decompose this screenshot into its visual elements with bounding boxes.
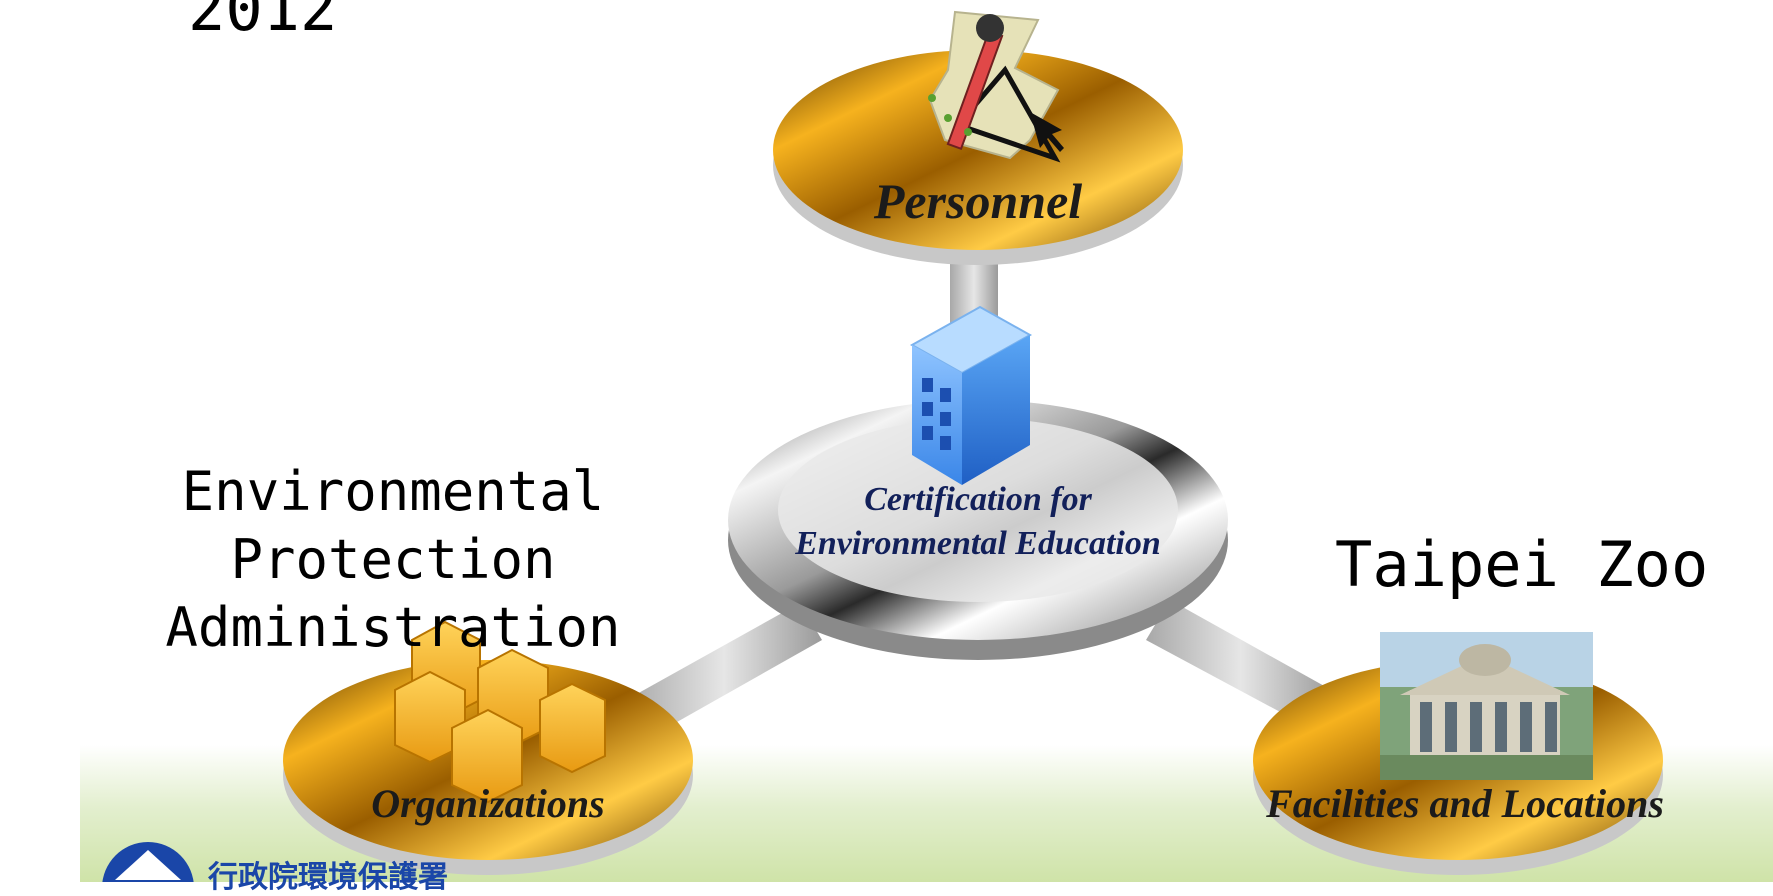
buildings-cluster-icon bbox=[394, 620, 606, 804]
epa-logo-icon bbox=[102, 842, 194, 882]
facilities-label: Facilities and Locations bbox=[1266, 781, 1664, 826]
center-label: Certification for Environmental Educatio… bbox=[728, 478, 1228, 566]
museum-photo bbox=[1380, 632, 1593, 780]
year-label: 2012 bbox=[188, 0, 338, 45]
organizations-label: Organizations bbox=[371, 781, 605, 826]
center-label-line1: Certification for bbox=[864, 481, 1092, 518]
certification-disc bbox=[728, 400, 1228, 660]
center-label-line2: Environmental Education bbox=[795, 525, 1161, 562]
building-cube-icon bbox=[909, 305, 1033, 485]
connector-right bbox=[1146, 600, 1335, 728]
left-caption: Environmental Protection Administration bbox=[8, 458, 778, 662]
pencil-drawing-icon bbox=[928, 10, 1064, 163]
right-caption: Taipei Zoo bbox=[1335, 528, 1709, 601]
personnel-label: Personnel bbox=[873, 173, 1083, 229]
connector-left bbox=[626, 603, 822, 735]
left-caption-line2: Administration bbox=[165, 596, 621, 659]
left-caption-line1: Environmental Protection bbox=[181, 460, 605, 591]
footer-logo-text: 行政院環境保護署 bbox=[208, 860, 448, 895]
